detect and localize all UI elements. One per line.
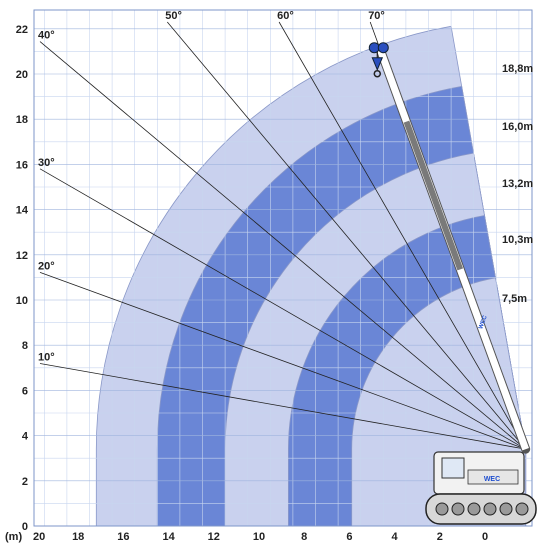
boom-length-18,8m: 18,8m	[502, 63, 533, 75]
angle-label-30: 30°	[38, 157, 55, 169]
track-wheel	[467, 502, 481, 516]
y-tick-6: 6	[22, 385, 28, 397]
boom-length-16,0m: 16,0m	[502, 121, 533, 133]
grid	[33, 9, 533, 527]
angle-label-20: 20°	[38, 260, 55, 272]
x-tick-8: 8	[301, 531, 307, 543]
boom-length-7,5m: 7,5m	[502, 293, 527, 305]
y-tick-18: 18	[16, 114, 28, 126]
x-tick-16: 16	[117, 531, 129, 543]
boom: WEC	[368, 42, 531, 454]
y-tick-2: 2	[22, 476, 28, 488]
angle-label-10: 10°	[38, 352, 55, 364]
labels: 10° 20° 30° 40° 50° 60° 70° 7,5m 10,3m 13,2m 16,0m…	[38, 10, 533, 364]
angle-line-40	[39, 41, 526, 450]
y-tick-12: 12	[16, 250, 28, 262]
angle-label-40: 40°	[38, 30, 55, 42]
y-tick-16: 16	[16, 159, 28, 171]
x-tick-4: 4	[392, 531, 399, 543]
y-tick-22: 22	[16, 24, 28, 36]
track-wheel	[483, 502, 497, 516]
track-wheel	[499, 502, 513, 516]
y-tick-20: 20	[16, 69, 28, 81]
track-wheel	[451, 502, 465, 516]
boom-brand: WEC	[478, 314, 489, 330]
angle-line-10	[39, 363, 526, 450]
y-tick-10: 10	[16, 295, 28, 307]
plot-frame	[33, 9, 533, 527]
hook	[373, 69, 382, 78]
x-tick-0: 0	[482, 531, 488, 543]
boom-length-10,3m: 10,3m	[502, 234, 533, 246]
boom-telescope	[403, 120, 464, 271]
track	[425, 493, 537, 525]
crane-brand: WEC	[484, 476, 500, 483]
x-tick-18: 18	[72, 531, 84, 543]
angle-label-70: 70°	[368, 10, 385, 22]
angle-line-20	[39, 272, 526, 450]
x-tick-14: 14	[162, 531, 175, 543]
angle-line-30	[39, 168, 526, 450]
x-tick-12: 12	[208, 531, 220, 543]
angle-line-60	[278, 21, 527, 450]
counterweight	[467, 469, 519, 485]
crane-body: WEC	[425, 451, 537, 525]
y-tick-0: 0	[22, 521, 28, 533]
angle-line-50	[166, 21, 526, 450]
x-tick-20: 20	[33, 531, 45, 543]
x-tick-10: 10	[253, 531, 265, 543]
angle-label-50: 50°	[165, 10, 182, 22]
track-wheel	[515, 502, 529, 516]
x-tick-6: 6	[346, 531, 352, 543]
boom-head-pulley	[377, 42, 389, 54]
y-tick-8: 8	[22, 340, 28, 352]
y-tick-4: 4	[22, 431, 29, 443]
x-tick-2: 2	[437, 531, 443, 543]
track-wheel	[435, 502, 449, 516]
cab-window	[441, 457, 465, 479]
angle-label-60: 60°	[277, 10, 294, 22]
x-unit-label: (m)	[5, 531, 22, 543]
boom-length-13,2m: 13,2m	[502, 178, 533, 190]
hook-block	[371, 57, 384, 71]
y-tick-14: 14	[16, 205, 29, 217]
